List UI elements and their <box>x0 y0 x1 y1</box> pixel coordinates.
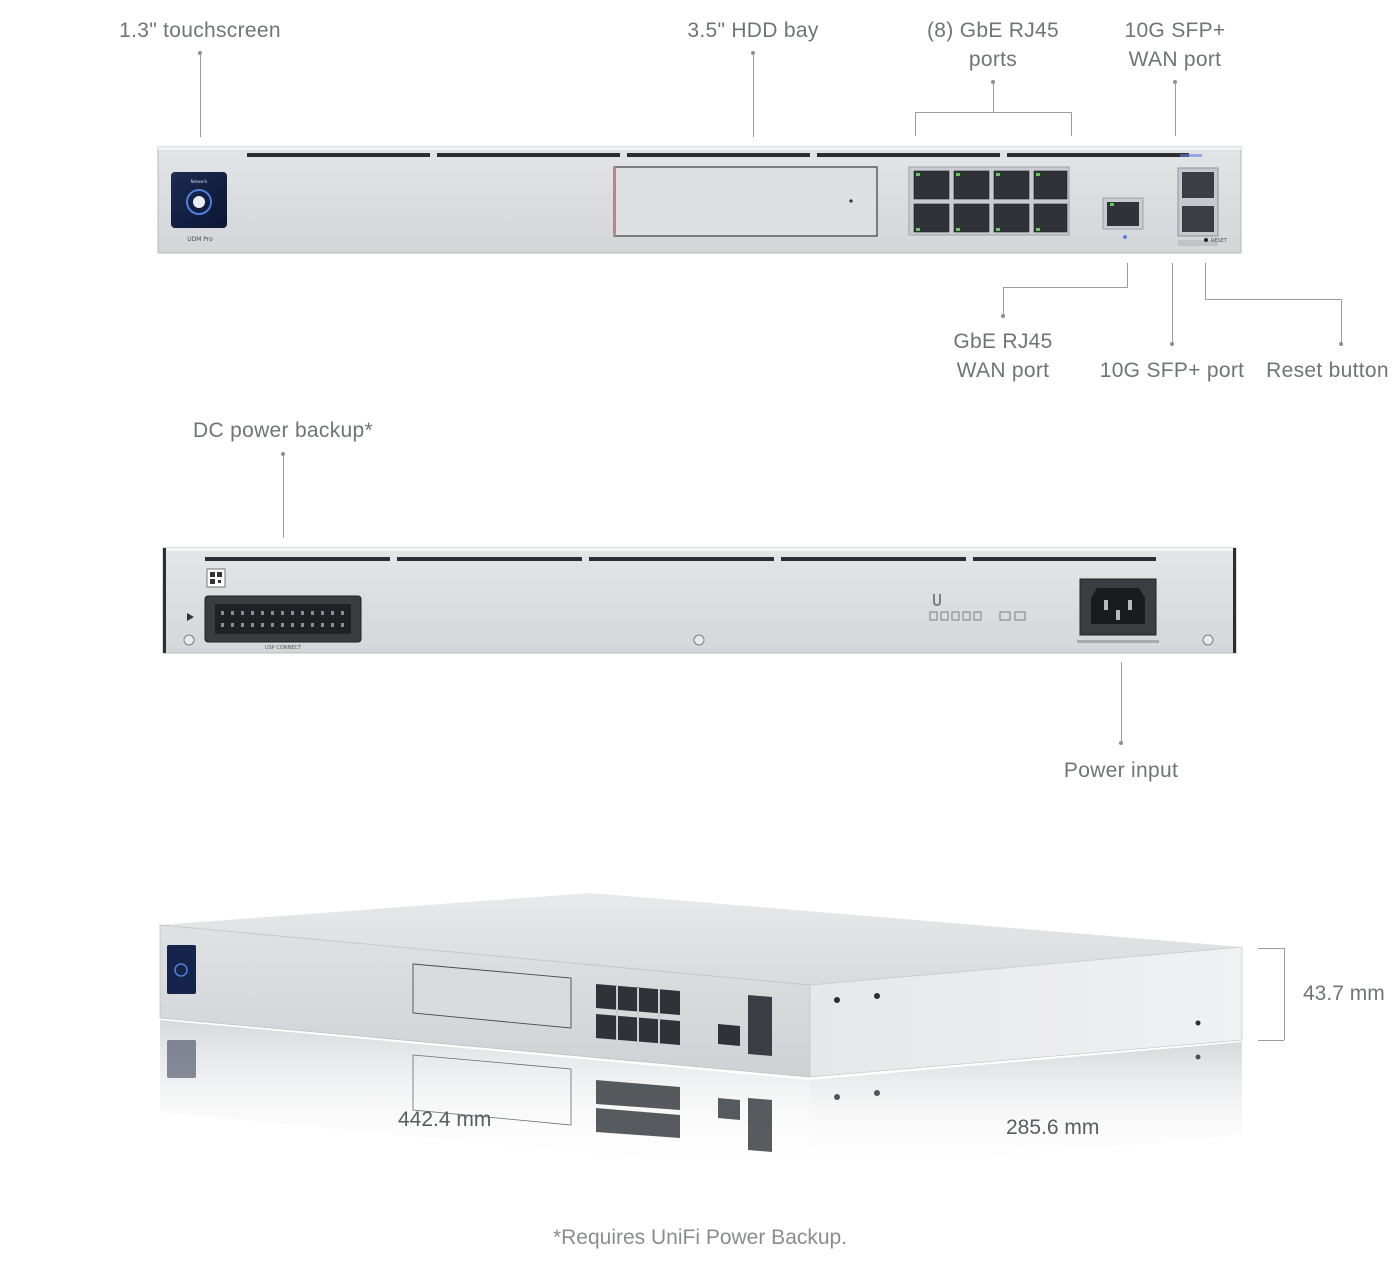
gbe-ports-bracket-left <box>915 112 916 136</box>
reset-leader-dot <box>1339 342 1343 346</box>
height-dim-top <box>1258 948 1284 949</box>
gbe-wan-callout-line1: GbE RJ45 <box>953 330 1053 353</box>
touchscreen-leader <box>200 53 201 137</box>
reset-leader-v1 <box>1205 263 1206 299</box>
perspective-view-device <box>159 893 1243 1175</box>
sfp-wan-callout-line2: WAN port <box>1128 48 1222 71</box>
usp-connect-label: USP CONNECT <box>265 645 302 651</box>
gbe-wan-leader-dot <box>1001 314 1005 318</box>
gbe-ports-bracket <box>915 112 1072 113</box>
gbe-ports-callout-line1: (8) GbE RJ45 <box>927 19 1059 42</box>
touchscreen-callout: 1.3" touchscreen <box>119 19 281 42</box>
front-view-device: Network UDM Pro RESET <box>157 146 1242 254</box>
depth-dimension: 285.6 mm <box>1006 1116 1100 1139</box>
sfp-port-leader <box>1172 263 1173 343</box>
width-dimension: 442.4 mm <box>398 1108 492 1131</box>
front-vent-strips <box>247 153 1189 157</box>
sfp-ports <box>1177 154 1219 246</box>
reset-leader-h <box>1205 299 1341 300</box>
height-dim-line <box>1284 948 1285 1040</box>
rear-vent-strips <box>205 557 1156 561</box>
footnote: *Requires UniFi Power Backup. <box>552 1226 848 1249</box>
gbe-wan-leader-h <box>1003 287 1128 288</box>
sfp-wan-callout-line1: 10G SFP+ <box>1124 19 1226 42</box>
model-label: UDM Pro <box>187 236 213 243</box>
power-input-leader-dot <box>1119 741 1123 745</box>
reset-button <box>1204 238 1208 242</box>
regulatory-marks <box>929 594 1026 621</box>
gbe-ports-leader <box>993 82 994 112</box>
gbe-wan-leader-v2 <box>1003 287 1004 316</box>
height-dim-bottom <box>1258 1040 1284 1041</box>
gbe-ports-callout-line2: ports <box>968 48 1018 71</box>
gbe-wan-callout-line2: WAN port <box>956 359 1050 382</box>
dc-power-leader <box>283 454 284 538</box>
sfp-wan-leader <box>1175 82 1176 136</box>
screen-label: Network <box>191 179 208 184</box>
hdd-bay-callout: 3.5" HDD bay <box>687 19 819 42</box>
gbe-wan-callout: GbE RJ45 WAN port <box>903 327 1103 385</box>
power-input-leader <box>1121 662 1122 742</box>
height-dimension: 43.7 mm <box>1303 982 1385 1005</box>
sfp-wan-callout: 10G SFP+ WAN port <box>1075 16 1275 74</box>
reset-label: RESET <box>1211 238 1228 244</box>
qr-code-label <box>206 568 226 588</box>
power-input-callout: Power input <box>1063 759 1179 782</box>
hdd-bay-leader <box>753 53 754 137</box>
reset-leader-v2 <box>1341 299 1342 343</box>
gbe-ports-bracket-right <box>1071 112 1072 136</box>
gbe-wan-leader-v1 <box>1127 263 1128 287</box>
rear-view-device: USP CONNECT <box>162 547 1237 654</box>
sfp-port-callout: 10G SFP+ port <box>1099 359 1245 382</box>
dc-power-callout: DC power backup* <box>193 419 373 442</box>
reset-callout: Reset button <box>1266 359 1389 382</box>
gbe-ports-callout: (8) GbE RJ45 ports <box>893 16 1093 74</box>
rear-screws <box>183 634 1214 646</box>
sfp-port-leader-dot <box>1170 342 1174 346</box>
gbe-port-block <box>908 166 1070 236</box>
hdd-bay <box>613 166 878 237</box>
